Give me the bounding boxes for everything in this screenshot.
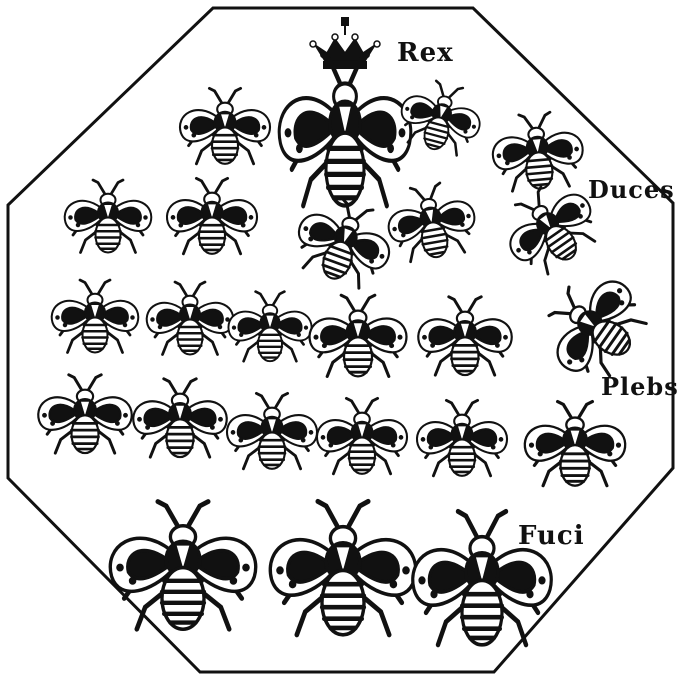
plebs-label: Plebs	[601, 372, 679, 401]
rex-label: Rex	[397, 38, 454, 68]
fuci-label: Fuci	[518, 521, 585, 551]
duces-label: Duces	[588, 175, 675, 204]
